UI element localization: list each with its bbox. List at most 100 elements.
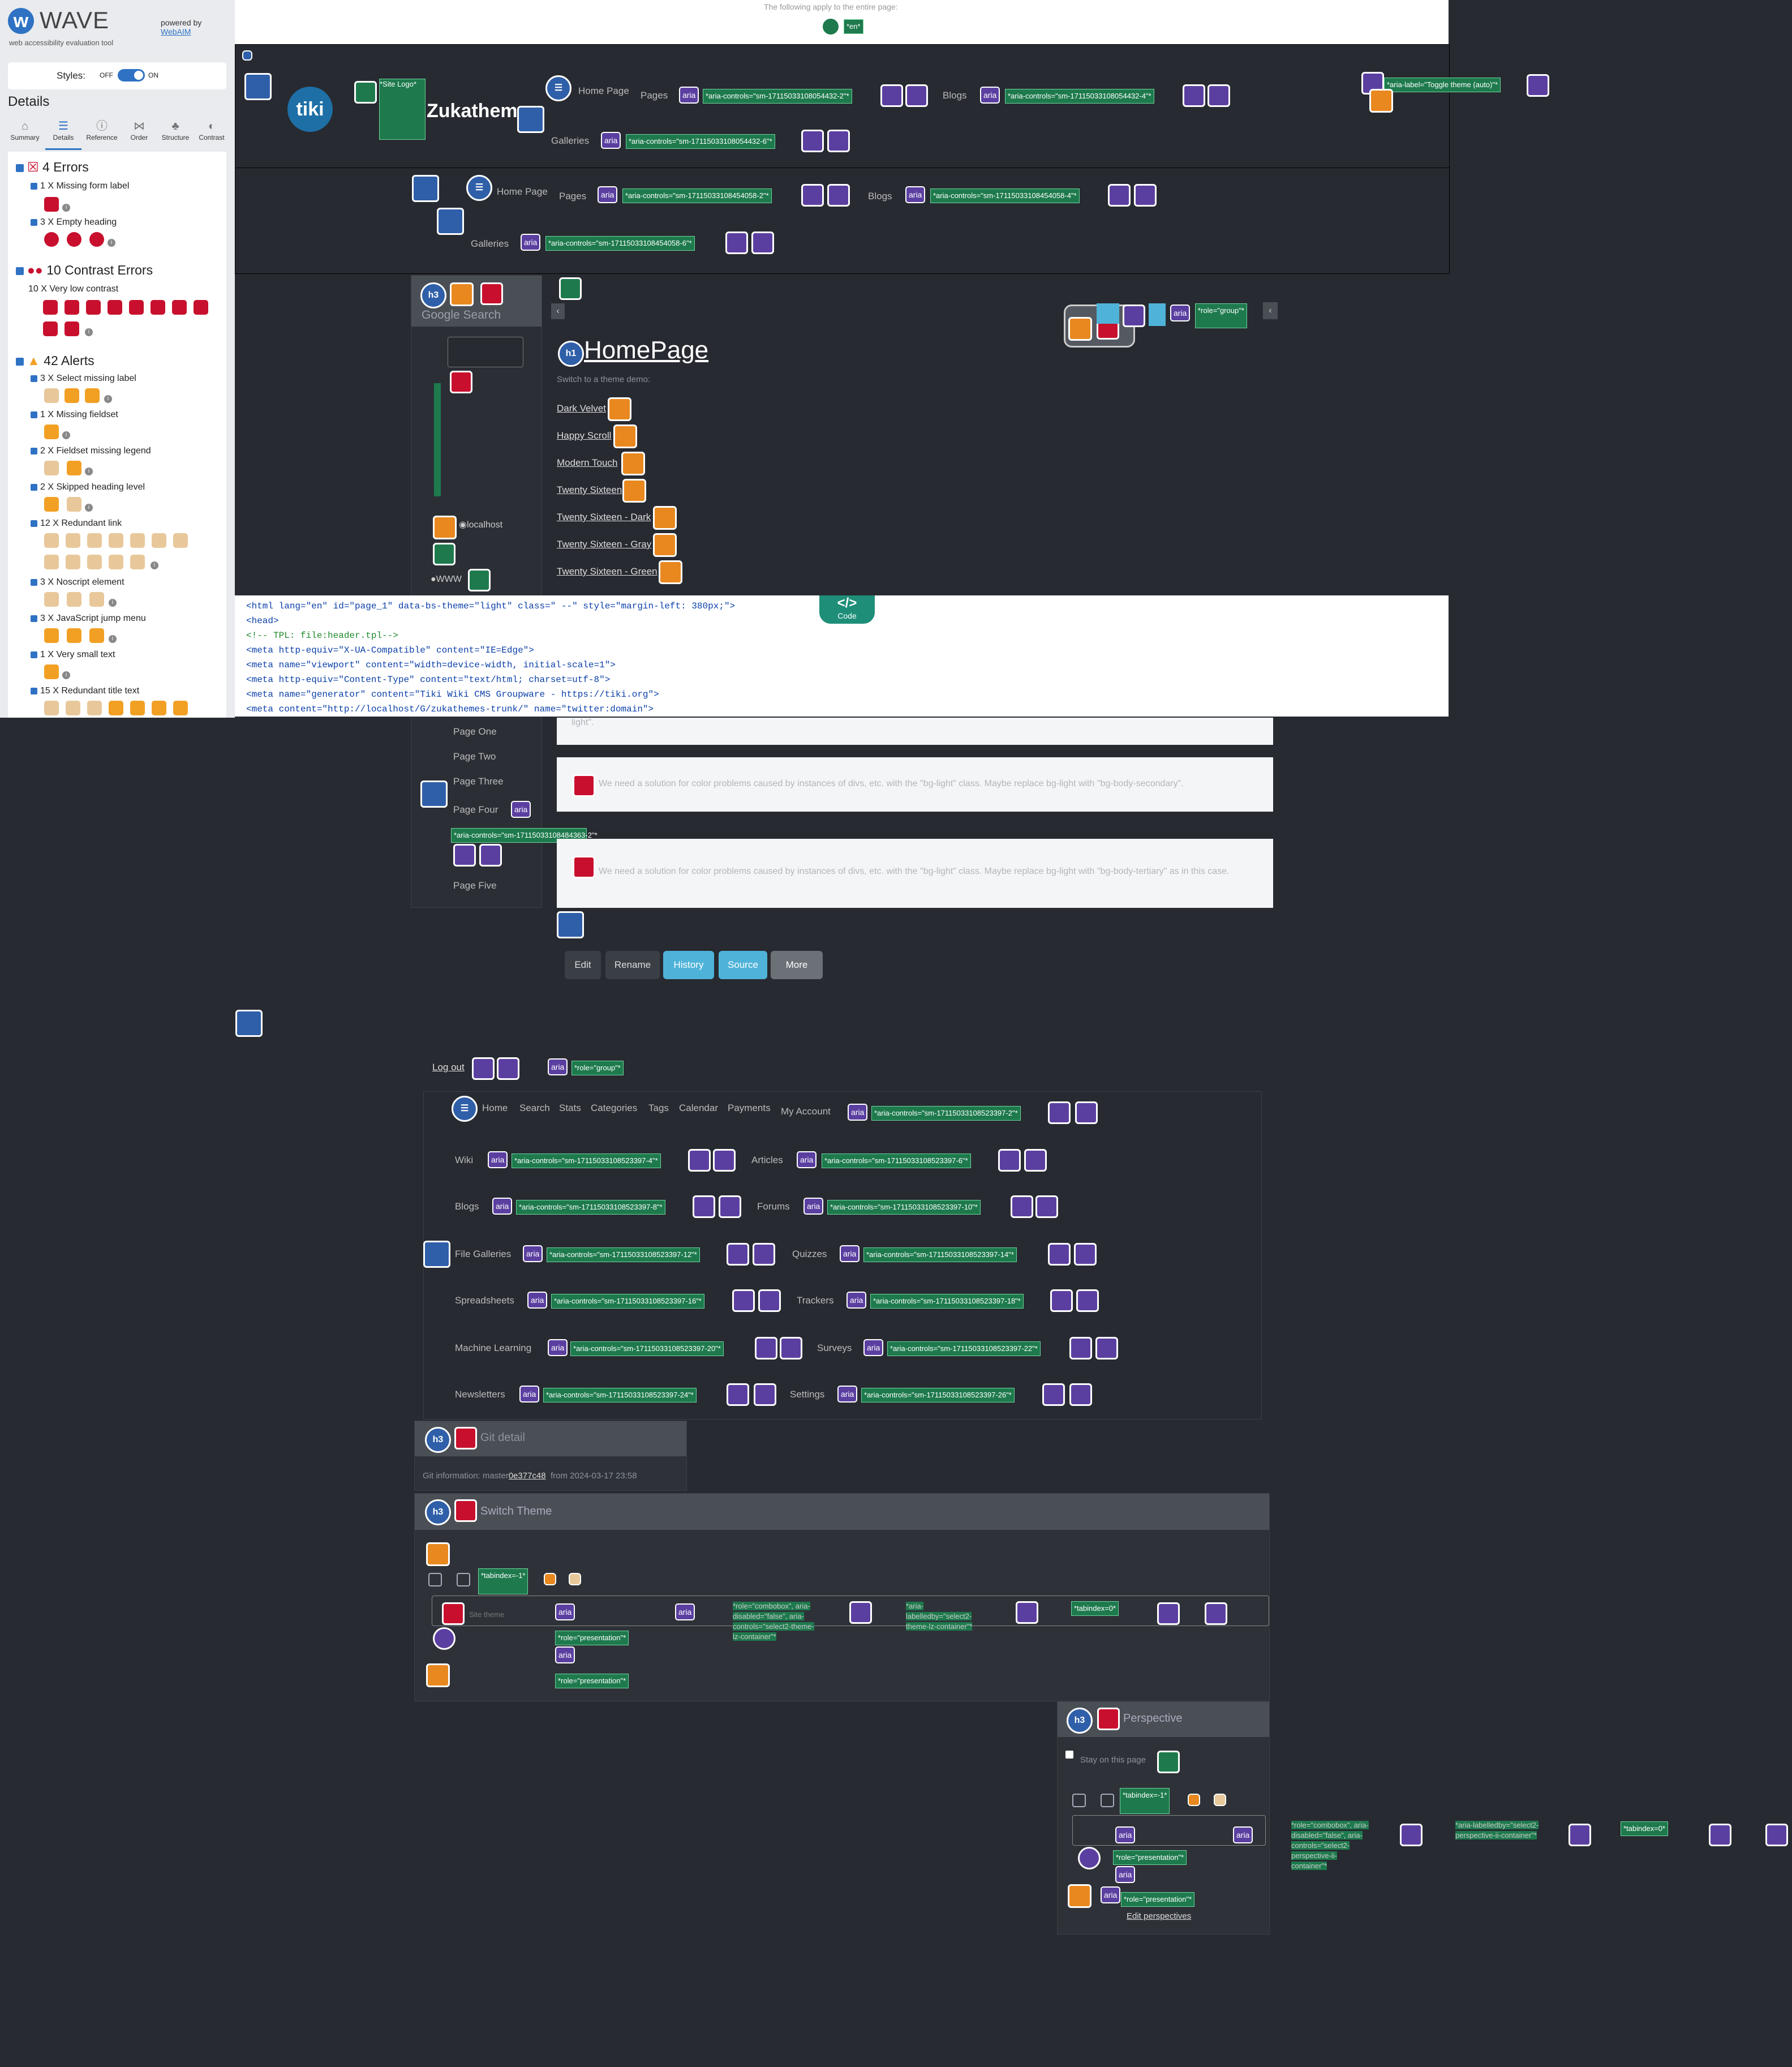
empty-heading-icon[interactable]: [44, 232, 59, 247]
alert-icon[interactable]: [66, 533, 80, 548]
theme-link[interactable]: Twenty Sixteen - Dark: [557, 512, 651, 522]
theme-link[interactable]: Dark Velvet: [557, 403, 606, 414]
alert-icon[interactable]: [89, 592, 104, 607]
contrast-item[interactable]: 10 X Very low contrast: [28, 284, 119, 294]
checkbox-icon[interactable]: [31, 218, 37, 226]
tab-summary[interactable]: ⌂Summary: [10, 120, 40, 141]
stay-checkbox[interactable]: [1065, 1751, 1073, 1759]
site-name[interactable]: Zukathem: [427, 100, 518, 122]
error-item[interactable]: 1 X Missing form label: [31, 181, 129, 191]
alert-icon[interactable]: [67, 592, 81, 607]
menu-newsletters[interactable]: Newsletters: [455, 1389, 505, 1400]
menu-surveys[interactable]: Surveys: [817, 1343, 852, 1353]
menu-spreadsheets[interactable]: Spreadsheets: [455, 1295, 514, 1306]
checkbox-icon[interactable]: [16, 267, 24, 275]
alert-icon[interactable]: [130, 533, 145, 548]
rename-button[interactable]: Rename: [605, 951, 660, 979]
alert-icon[interactable]: [130, 555, 145, 569]
localhost-radio[interactable]: ◉localhost: [459, 520, 503, 530]
contrast-icon[interactable]: [65, 300, 79, 315]
git-hash-link[interactable]: 0e377c48: [508, 1471, 546, 1481]
contrast-icon[interactable]: [43, 300, 58, 315]
tab-structure[interactable]: ♣Structure: [161, 120, 190, 141]
perspective-select[interactable]: [1072, 1815, 1266, 1846]
menu-my-account[interactable]: My Account: [781, 1106, 831, 1117]
alert-icon[interactable]: [66, 555, 80, 569]
menu-calendar[interactable]: Calendar: [679, 1103, 718, 1113]
menu-stats[interactable]: Stats: [559, 1103, 581, 1113]
alert-icon[interactable]: [44, 592, 59, 607]
menu-tags[interactable]: Tags: [648, 1103, 669, 1113]
nav-home-page[interactable]: Home Page: [578, 85, 629, 96]
tab-contrast[interactable]: ◐Contrast: [199, 120, 225, 141]
page-one-link[interactable]: Page One: [453, 726, 497, 737]
menu-blogs[interactable]: Blogs: [455, 1201, 479, 1212]
info-icon[interactable]: i: [85, 504, 93, 512]
info-icon[interactable]: i: [62, 671, 70, 679]
checkbox-icon[interactable]: [31, 447, 37, 454]
page-five-link[interactable]: Page Five: [453, 880, 497, 891]
missing-label-icon[interactable]: [44, 197, 59, 212]
menu-quizzes[interactable]: Quizzes: [792, 1249, 827, 1259]
alert-icon[interactable]: [44, 701, 59, 715]
menu-wiki[interactable]: Wiki: [455, 1155, 474, 1165]
menu-home[interactable]: Home: [482, 1103, 508, 1113]
tab-order[interactable]: ⋈Order: [130, 120, 148, 141]
tab-details[interactable]: ☰Details: [45, 118, 81, 150]
info-icon[interactable]: i: [109, 599, 117, 607]
alert-icon[interactable]: [152, 533, 166, 548]
alert-icon[interactable]: [67, 628, 81, 643]
menu-search[interactable]: Search: [519, 1103, 550, 1113]
alert-icon[interactable]: [109, 701, 123, 715]
contrast-group[interactable]: ●● 10 Contrast Errors: [16, 263, 153, 278]
contrast-icon[interactable]: [108, 300, 122, 315]
alert-icon[interactable]: [44, 424, 59, 439]
collapse-left-icon[interactable]: ‹: [551, 303, 565, 319]
page-four-link[interactable]: Page Four: [453, 804, 499, 815]
alert-item[interactable]: 2 X Skipped heading level: [31, 482, 145, 492]
nav-galleries[interactable]: Galleries: [551, 135, 590, 146]
checkbox-icon[interactable]: [31, 411, 37, 418]
alerts-group[interactable]: ▲ 42 Alerts: [16, 353, 94, 368]
alert-icon[interactable]: [152, 701, 166, 715]
checkbox-icon[interactable]: [16, 357, 24, 366]
contrast-icon[interactable]: [129, 300, 144, 315]
menu-forums[interactable]: Forums: [757, 1201, 790, 1212]
webaim-link[interactable]: WebAIM: [161, 27, 191, 36]
styles-switch[interactable]: [118, 69, 145, 82]
theme-link[interactable]: Modern Touch: [557, 457, 618, 468]
history-button[interactable]: History: [663, 951, 714, 979]
edit-button[interactable]: Edit: [565, 951, 601, 979]
alert-icon[interactable]: [44, 533, 59, 548]
errors-group[interactable]: ☒ 4 Errors: [16, 160, 89, 175]
alert-item[interactable]: 3 X Select missing label: [31, 374, 136, 384]
alert-icon[interactable]: [44, 461, 59, 475]
menu-categories[interactable]: Categories: [591, 1103, 638, 1113]
alert-item[interactable]: 15 X Redundant title text: [31, 686, 139, 696]
alert-icon[interactable]: [130, 701, 145, 715]
more-button[interactable]: More: [771, 951, 823, 979]
menu-articles[interactable]: Articles: [751, 1155, 783, 1165]
checkbox-icon[interactable]: [31, 375, 37, 382]
contrast-icon[interactable]: [43, 321, 58, 336]
menu-settings[interactable]: Settings: [790, 1389, 825, 1400]
alert-icon[interactable]: [44, 497, 59, 512]
edit-perspectives-link[interactable]: Edit perspectives: [1127, 1911, 1192, 1921]
alert-item[interactable]: 12 X Redundant link: [31, 518, 122, 529]
checkbox-icon[interactable]: [31, 651, 37, 658]
alert-item[interactable]: 1 X Very small text: [31, 650, 115, 660]
checkbox-icon[interactable]: [31, 578, 37, 586]
alert-icon[interactable]: [67, 461, 81, 475]
checkbox-icon[interactable]: [31, 687, 37, 694]
nav-blogs[interactable]: Blogs: [868, 191, 892, 201]
alert-item[interactable]: 3 X JavaScript jump menu: [31, 614, 146, 624]
error-item[interactable]: 3 X Empty heading: [31, 217, 117, 228]
nav-pages[interactable]: Pages: [641, 90, 668, 101]
theme-link[interactable]: Twenty Sixteen - Green: [557, 566, 658, 577]
alert-icon[interactable]: [87, 701, 102, 715]
alert-item[interactable]: 2 X Fieldset missing legend: [31, 446, 151, 456]
menu-trackers[interactable]: Trackers: [797, 1295, 834, 1306]
nav-pages[interactable]: Pages: [559, 191, 587, 201]
info-icon[interactable]: i: [85, 328, 93, 336]
info-icon[interactable]: i: [108, 239, 115, 247]
